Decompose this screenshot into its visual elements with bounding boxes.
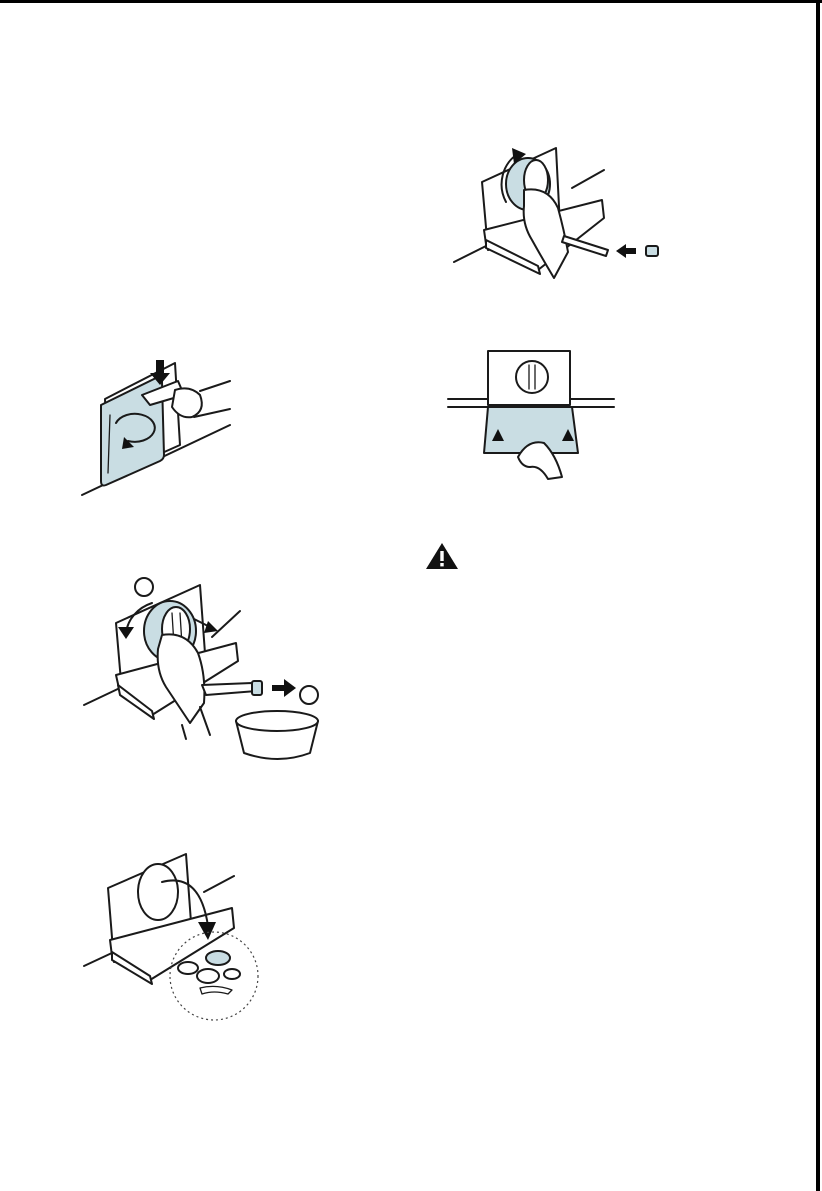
unscrew-filter-drain-illustration <box>82 575 332 770</box>
remove-foreign-objects-illustration <box>82 848 262 1023</box>
right-border <box>816 0 820 1191</box>
open-filter-flap-illustration <box>80 355 250 500</box>
refit-filter-illustration <box>452 140 672 290</box>
close-filter-flap-illustration <box>446 345 616 490</box>
warning-triangle-icon <box>424 541 460 571</box>
top-border <box>0 0 822 3</box>
